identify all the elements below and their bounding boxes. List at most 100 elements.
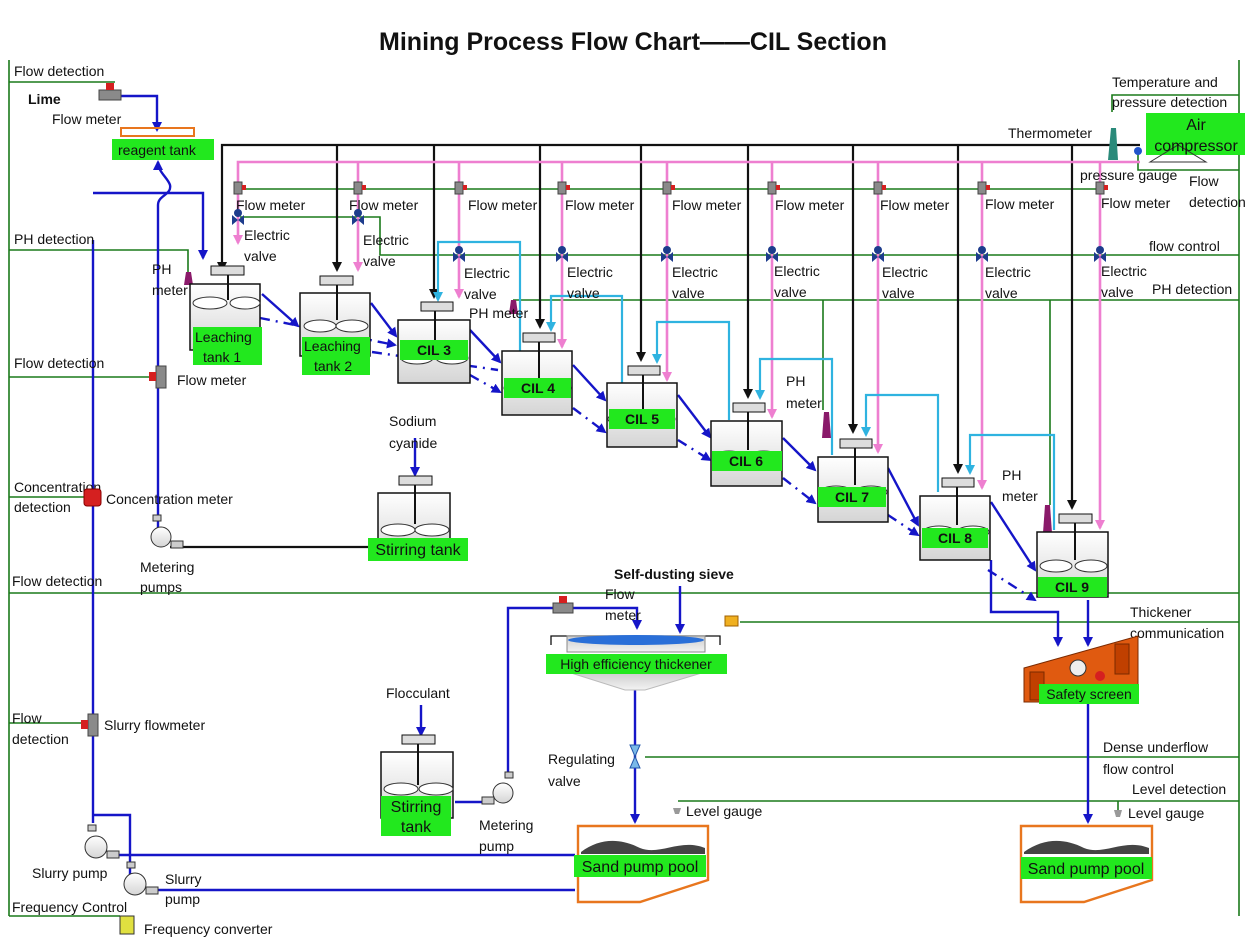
concentration-meter-icon	[83, 488, 102, 507]
ph-meter-cil7-label-a: PH	[786, 373, 805, 389]
level-gauge-2-label: Level gauge	[1128, 805, 1205, 821]
cil-7-tank: CIL 7	[817, 438, 889, 523]
valve-9-label-a: Electric	[1101, 263, 1147, 279]
flow-meter-9-icon	[1095, 181, 1108, 195]
flow-detection-label-2: Flow detection	[14, 355, 104, 371]
dense-underflow-label-b: flow control	[1103, 761, 1174, 777]
flow-meter-4-label: Flow meter	[565, 197, 635, 213]
agitator-motor-icon	[1058, 513, 1093, 524]
thickener-flow-meter-icon	[552, 596, 574, 614]
valve-1-label-b: valve	[244, 248, 277, 264]
frequency-converter-icon	[119, 915, 135, 935]
valve-6-label-a: Electric	[774, 263, 820, 279]
metering-pumps-label-b: pumps	[140, 579, 182, 595]
valve-2-label-a: Electric	[363, 232, 409, 248]
ph-meter-cil9-label-a: PH	[1002, 467, 1021, 483]
leaching-tank-2: Leaching tank 2	[299, 275, 371, 375]
pressure-gauge-label: pressure gauge	[1080, 167, 1178, 183]
slurry-pump-2-icon	[123, 861, 159, 896]
flow-detection-label-3: Flow detection	[12, 573, 102, 589]
carbon-lines	[433, 240, 1056, 530]
level-gauge-1-icon	[673, 808, 681, 814]
sand-pump-pool-1: Sand pump pool	[574, 824, 710, 904]
valve-5-label-a: Electric	[672, 264, 718, 280]
diagram-title: Mining Process Flow Chart——CIL Section	[379, 28, 887, 56]
ph-meter-cil9-label-b: meter	[1002, 488, 1038, 504]
thickener-comm-label-b: communication	[1130, 625, 1224, 641]
electric-valve-4-icon	[556, 246, 568, 262]
sodium-label-a: Sodium	[389, 413, 436, 429]
flow-meter-8-icon	[977, 181, 990, 195]
ph-meter-1-label-b: meter	[152, 282, 188, 298]
agitator-motor-icon	[732, 402, 766, 413]
electric-valve-8-icon	[976, 246, 988, 262]
agitator-motor-icon	[627, 365, 661, 376]
slurry-pump-1-icon	[84, 824, 120, 859]
level-gauge-2-icon	[1114, 810, 1122, 817]
agitator-motor-icon	[398, 475, 433, 486]
electric-valve-2-icon	[352, 209, 364, 225]
flocculant-label: Flocculant	[386, 685, 450, 701]
flow-meter-3-icon	[454, 181, 467, 195]
pressure-gauge-icon	[1134, 147, 1142, 155]
flocculant-metering-pump-icon	[481, 771, 514, 805]
cil-8-label: CIL 8	[938, 530, 972, 546]
slurry-flowmeter-icon	[81, 713, 99, 737]
flow-detection-right-b: detection	[1189, 194, 1246, 210]
leaching-tank-2-label-a: Leaching	[304, 338, 361, 354]
cyanide-stirring-tank: Sodium cyanide Stirring tank	[368, 413, 468, 561]
flow-meter-7-label: Flow meter	[880, 197, 950, 213]
flocculant-area: Flocculant Stirring tank Metering pump	[380, 685, 533, 854]
flow-meter-2-icon	[353, 181, 366, 195]
cil-9-label: CIL 9	[1055, 579, 1089, 595]
valve-7-label-b: valve	[882, 285, 915, 301]
leaching-tank-1-label-b: tank 1	[203, 349, 241, 365]
electric-valve-9-icon	[1094, 246, 1106, 262]
valve-7-label-a: Electric	[882, 264, 928, 280]
ph-probe-cil9-icon	[1043, 505, 1052, 533]
valve-6-label-b: valve	[774, 284, 807, 300]
cil-5-label: CIL 5	[625, 411, 659, 427]
flow-meter-5-icon	[662, 181, 675, 195]
reagent-tank-label: reagent tank	[118, 142, 197, 158]
cil-8-tank: CIL 8	[919, 477, 991, 561]
lime-flow-meter-icon	[98, 83, 122, 101]
level-gauge-1-label: Level gauge	[686, 803, 763, 819]
flow-meter-8-label: Flow meter	[985, 196, 1055, 212]
valve-8-label-a: Electric	[985, 264, 1031, 280]
cil-7-label: CIL 7	[835, 489, 869, 505]
safety-screen: Safety screen	[1023, 635, 1139, 704]
metering-pump-icon	[150, 514, 184, 549]
slurry-lines	[91, 94, 1093, 892]
dense-underflow-label-a: Dense underflow	[1103, 739, 1209, 755]
slurry-pump-2-label-b: pump	[165, 891, 200, 907]
valve-1-label-a: Electric	[244, 227, 290, 243]
ph-detection-right-label: PH detection	[1152, 281, 1232, 297]
metering-pumps-label-a: Metering	[140, 559, 194, 575]
agitator-motor-icon	[319, 275, 354, 286]
electric-valve-6-icon	[766, 246, 778, 262]
agitator-motor-icon	[210, 265, 245, 276]
cil-4-tank: CIL 4	[501, 332, 573, 416]
flow-meter-6-label: Flow meter	[775, 197, 845, 213]
slurry-pump-1-label: Slurry pump	[32, 865, 108, 881]
flow-meter-6-icon	[767, 181, 780, 195]
flow-meter-5-label: Flow meter	[672, 197, 742, 213]
flow-detection-label-4b: detection	[12, 731, 69, 747]
valve-8-label-b: valve	[985, 285, 1018, 301]
agitator-motor-icon	[522, 332, 556, 343]
concentration-label-a: Concentration	[14, 479, 101, 495]
cil-6-tank: CIL 6	[710, 402, 783, 487]
cil-3-label: CIL 3	[417, 342, 451, 358]
thermometer-label: Thermometer	[1008, 125, 1092, 141]
electric-valve-3-icon	[453, 246, 465, 262]
air-compressor-box	[1146, 113, 1245, 155]
valve-4-label-b: valve	[567, 285, 600, 301]
temp-pressure-label-b: pressure detection	[1112, 94, 1227, 110]
air-compressor-label-b: compressor	[1154, 138, 1238, 155]
flow-detection-label-4a: Flow	[12, 710, 42, 726]
slurry-pump-2-label-a: Slurry	[165, 871, 202, 887]
cyanide-tank-label: Stirring tank	[375, 542, 461, 559]
flocculant-tank-label-b: tank	[401, 819, 432, 836]
